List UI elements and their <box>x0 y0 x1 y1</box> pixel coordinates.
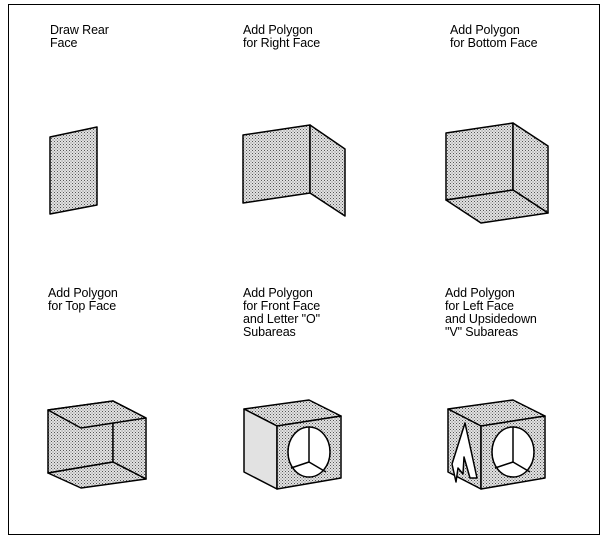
letter-o-edge-right <box>308 461 327 473</box>
rear-face <box>445 122 514 201</box>
step-5-caption-line-3: and Letter "O" <box>243 312 320 326</box>
step-4-caption-line-2: for Top Face <box>48 299 117 313</box>
right-face <box>309 124 346 217</box>
step-1-rear-face <box>49 126 98 215</box>
step-1-caption: Draw Rear Face <box>50 24 109 50</box>
upsidedown-v-subarea <box>451 422 478 483</box>
step-6-caption-line-4: "V" Subareas <box>445 325 518 339</box>
letter-o-edge-left <box>494 461 514 469</box>
letter-o-edge-right <box>512 461 531 473</box>
bottom-face <box>47 461 147 489</box>
step-1-caption-line-2: Face <box>50 36 78 50</box>
step-2-caption: Add Polygon for Right Face <box>243 24 320 50</box>
step-5-caption: Add Polygon for Front Face and Letter "O… <box>243 287 320 339</box>
step-3-rear-right-bottom-faces <box>445 122 549 224</box>
rear-face <box>49 126 98 215</box>
step-6-caption-line-1: Add Polygon <box>445 286 515 300</box>
step-4-with-top-face <box>47 400 147 489</box>
letter-o-edge-left <box>290 461 310 469</box>
step-5-caption-line-4: Subareas <box>243 325 296 339</box>
step-5-caption-line-2: for Front Face <box>243 299 321 313</box>
step-6-with-left-face <box>447 399 546 490</box>
step-6-caption: Add Polygon for Left Face and Upsidedown… <box>445 287 537 339</box>
step-3-caption-line-2: for Bottom Face <box>450 36 538 50</box>
step-3-caption-line-1: Add Polygon <box>450 23 520 37</box>
step-2-caption-line-1: Add Polygon <box>243 23 313 37</box>
rear-face <box>242 124 311 204</box>
step-1-caption-line-1: Draw Rear <box>50 23 109 37</box>
step-5-with-front-face <box>243 399 342 490</box>
step-4-caption: Add Polygon for Top Face <box>48 287 118 313</box>
bottom-face <box>445 189 549 224</box>
step-4-caption-line-1: Add Polygon <box>48 286 118 300</box>
step-3-caption: Add Polygon for Bottom Face <box>450 23 538 50</box>
step-2-caption-line-2: for Right Face <box>243 36 321 50</box>
step-6-caption-line-2: for Left Face <box>445 299 514 313</box>
step-6-caption-line-3: and Upsidedown <box>445 312 537 326</box>
top-face <box>47 400 147 429</box>
step-5-caption-line-1: Add Polygon <box>243 286 313 300</box>
step-2-rear-and-right-faces <box>242 124 346 217</box>
